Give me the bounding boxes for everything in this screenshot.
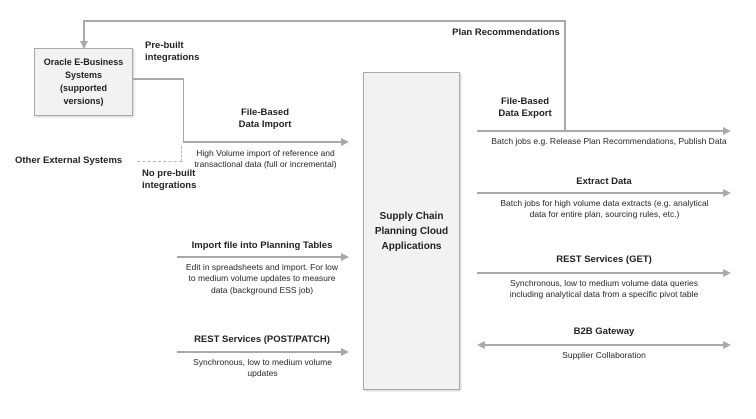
plan-recommendations-line-left-drop (83, 20, 85, 42)
supply-chain-planning-cloud-label: Supply Chain Planning Cloud Applications (374, 210, 449, 252)
prebuilt-line-vertical (182, 78, 184, 142)
arrow-right-icon (723, 188, 731, 197)
file-based-data-export-title: File-Based Data Export (498, 96, 552, 120)
rest-get-title: REST Services (GET) (556, 254, 652, 265)
arrow-right-icon (341, 252, 349, 261)
arrow-right-icon (723, 126, 731, 135)
rest-get-arrow-line (477, 272, 723, 274)
import-file-planning-tables-arrow-line (177, 256, 341, 258)
arrow-left-icon (477, 340, 485, 349)
rest-get-description: Synchronous, low to medium volume data q… (509, 278, 699, 300)
no-prebuilt-dashed-vertical (181, 146, 182, 162)
no-prebuilt-integrations-label: No pre-built integrations (142, 168, 197, 192)
extract-data-arrow-line (477, 192, 723, 194)
file-based-data-import-title: File-Based Data Import (238, 107, 292, 131)
file-based-data-export-description: Batch jobs e.g. Release Plan Recommendat… (491, 136, 727, 146)
extract-data-title: Extract Data (576, 176, 632, 187)
import-file-planning-tables-title: Import file into Planning Tables (191, 240, 333, 251)
import-file-planning-tables-description: Edit in spreadsheets and import. For low… (185, 262, 339, 295)
arrow-right-icon (341, 347, 349, 356)
file-based-data-import-description: High Volume import of reference and tran… (194, 148, 337, 170)
arrow-right-icon (341, 137, 349, 146)
no-prebuilt-dashed-horizontal (137, 161, 182, 162)
oracle-ebusiness-box: Oracle E-Business Systems (supported ver… (34, 48, 133, 116)
plan-recommendations-line-right-drop (564, 20, 566, 131)
arrow-right-icon (723, 268, 731, 277)
prebuilt-integrations-label: Pre-built integrations (145, 40, 200, 64)
file-based-data-import-arrow-line (183, 141, 341, 143)
rest-post-patch-description: Synchronous, low to medium volume update… (193, 357, 332, 379)
b2b-gateway-arrow-line (484, 344, 724, 346)
arrow-down-icon (79, 41, 88, 49)
oracle-ebusiness-label: Oracle E-Business Systems (supported ver… (43, 56, 124, 107)
rest-post-patch-arrow-line (177, 351, 341, 353)
other-external-systems-label: Other External Systems (15, 155, 123, 166)
rest-post-patch-title: REST Services (POST/PATCH) (194, 334, 330, 345)
supply-chain-planning-cloud-box: Supply Chain Planning Cloud Applications (363, 72, 460, 390)
file-based-data-export-arrow-line (477, 130, 723, 132)
b2b-gateway-title: B2B Gateway (573, 326, 635, 337)
arrow-right-icon (723, 340, 731, 349)
extract-data-description: Batch jobs for high volume data extracts… (500, 198, 709, 220)
plan-recommendations-label: Plan Recommendations (452, 27, 560, 38)
b2b-gateway-description: Supplier Collaboration (562, 350, 646, 360)
prebuilt-line-horizontal (133, 78, 184, 80)
plan-recommendations-line-top (83, 20, 565, 22)
